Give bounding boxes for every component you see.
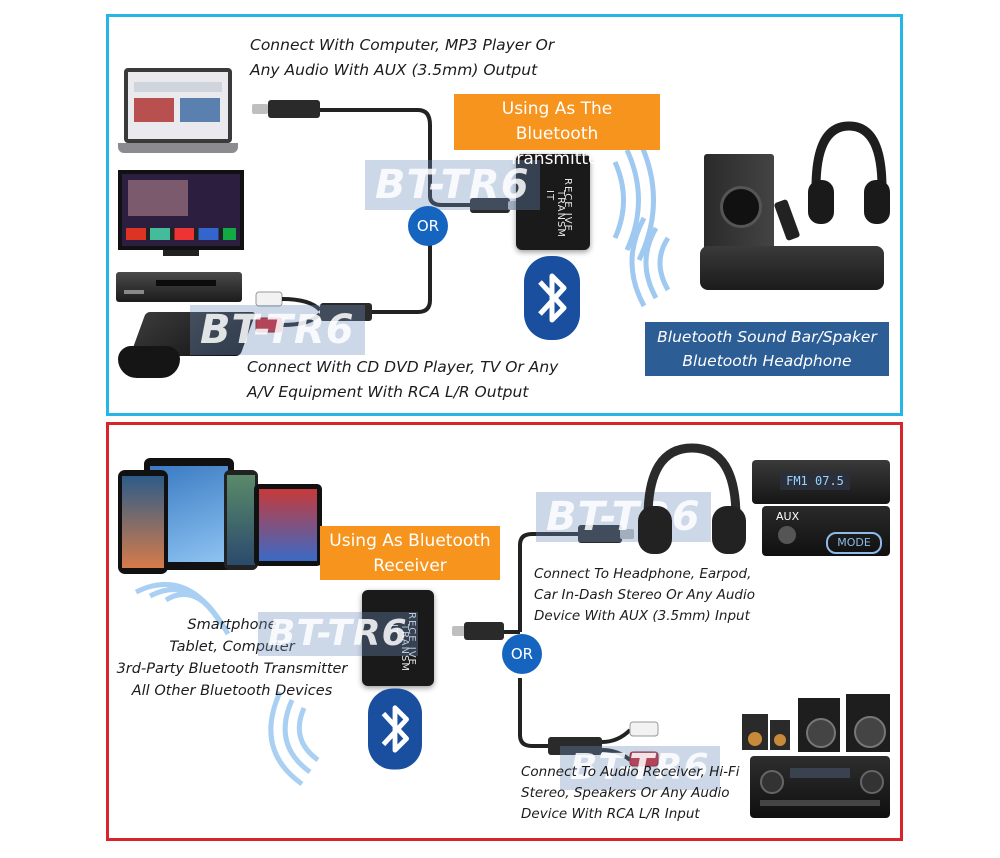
watermark-bottom-left: BT-TR6 — [258, 612, 418, 656]
bluetooth-icon-bottom — [368, 688, 422, 770]
bluetooth-icon — [524, 256, 580, 340]
rca-cable-icon — [370, 245, 432, 314]
top-bt-device: RECE IVE TRANSM IT — [516, 154, 590, 250]
car-stereo-panel: AUX MODE — [762, 506, 890, 556]
bottom-sources-caption: Smartphone Tablet, Computer 3rd-Party Bl… — [116, 617, 348, 699]
stereo-mode-button: MODE — [826, 532, 882, 554]
phone-tablet-group — [118, 456, 328, 576]
aux-plug-device — [464, 622, 504, 640]
top-output-label: Bluetooth Sound Bar/Spaker Bluetooth Hea… — [645, 322, 889, 376]
av-receiver-icon — [750, 756, 890, 818]
aux-plug-tip — [252, 104, 268, 114]
dvd-player-icon — [116, 272, 242, 302]
laptop-icon — [118, 68, 238, 158]
top-aux-caption: Connect With Computer, MP3 Player Or Any… — [250, 36, 555, 79]
bottom-or-badge: OR — [502, 634, 542, 674]
bottom-rca-caption: Connect To Audio Receiver, Hi-Fi Stereo,… — [521, 764, 740, 822]
bottom-bt-device: RECE IVE TRANSM IT — [362, 590, 434, 686]
aux-plug-body-right — [470, 198, 510, 213]
watermark-top: BT-TR6 — [365, 160, 540, 210]
signal-wave-icon — [612, 138, 671, 308]
phone-icon-2 — [224, 470, 258, 570]
rca-plug-body — [320, 303, 372, 321]
stereo-aux-label: AUX — [776, 510, 800, 523]
aux-cable-icon — [318, 108, 478, 207]
top-or-badge: OR — [408, 206, 448, 246]
soundbar-icon — [700, 150, 896, 300]
watermark-bottom-right: BT-TR6 — [536, 492, 711, 542]
stereo-display: FM1 07.5 — [780, 472, 850, 490]
bottom-aux-caption: Connect To Headphone, Earpod, Car In-Das… — [534, 566, 755, 624]
watermark-bottom-rca: BT-TR6 — [560, 746, 720, 790]
top-mode-label: Using As The Bluetooth Transmitter — [454, 94, 660, 169]
game-console-icon — [118, 312, 257, 380]
signal-wave-icon-bottom — [134, 582, 320, 787]
top-rca-caption: Connect With CD DVD Player, TV Or Any A/… — [247, 358, 559, 401]
watermark-top-2: BT-TR6 — [190, 305, 365, 355]
aux-plug-headphone — [578, 525, 622, 543]
speaker-icon — [742, 694, 892, 752]
rca-plug-white-bottom — [629, 721, 659, 737]
headphone-icon-bottom — [638, 443, 746, 554]
car-stereo-icon: FM1 07.5 — [752, 460, 890, 504]
phone-icon — [118, 470, 168, 574]
headphone-icon — [808, 121, 890, 224]
bottom-mode-label: Using As Bluetooth Receiver — [320, 526, 500, 580]
rca-plug-red-bottom — [629, 751, 659, 767]
tv-icon — [118, 170, 244, 258]
aux-plug-body — [268, 100, 320, 118]
tablet-icon-2 — [254, 484, 322, 566]
